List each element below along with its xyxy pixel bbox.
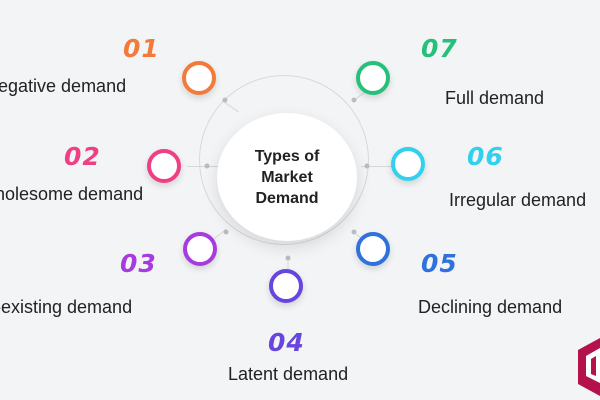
connector-dot-07 <box>351 97 357 103</box>
center-circle: Types of Market Demand <box>217 113 357 241</box>
connector-dot-06 <box>364 163 370 169</box>
item-number-06: 06 <box>467 142 504 171</box>
item-label-07: Full demand <box>445 88 545 108</box>
connector-dot-03 <box>223 229 229 235</box>
item-label-02: holesome demand <box>0 184 144 204</box>
connector-line-06 <box>361 166 392 167</box>
connector-line-02 <box>187 166 220 167</box>
item-number-05: 05 <box>421 249 458 278</box>
item-label-03: -existing demand <box>0 297 133 317</box>
node-ring-07 <box>356 61 390 95</box>
connector-dot-02 <box>204 163 210 169</box>
item-number-04: 04 <box>268 328 305 357</box>
item-label-06: Irregular demand <box>449 190 587 210</box>
node-ring-05 <box>356 232 390 266</box>
center-title: Types of Market Demand <box>254 147 320 207</box>
connector-dot-05 <box>351 229 357 235</box>
node-ring-06 <box>391 147 425 181</box>
orbit-circle <box>199 75 369 245</box>
item-number-01: 01 <box>123 34 160 63</box>
node-ring-02 <box>147 149 181 183</box>
item-label-04: Latent demand <box>228 364 349 384</box>
node-ring-04 <box>269 269 303 303</box>
node-ring-01 <box>182 61 216 95</box>
item-label-01: egative demand <box>0 76 127 96</box>
item-label-05: Declining demand <box>418 297 563 317</box>
item-number-02: 02 <box>64 142 101 171</box>
node-ring-03 <box>183 232 217 266</box>
item-number-07: 07 <box>421 34 458 63</box>
connector-dot-01 <box>222 97 228 103</box>
item-number-03: 03 <box>120 249 157 278</box>
connector-dot-04 <box>285 255 291 261</box>
brand-logo <box>578 338 600 396</box>
